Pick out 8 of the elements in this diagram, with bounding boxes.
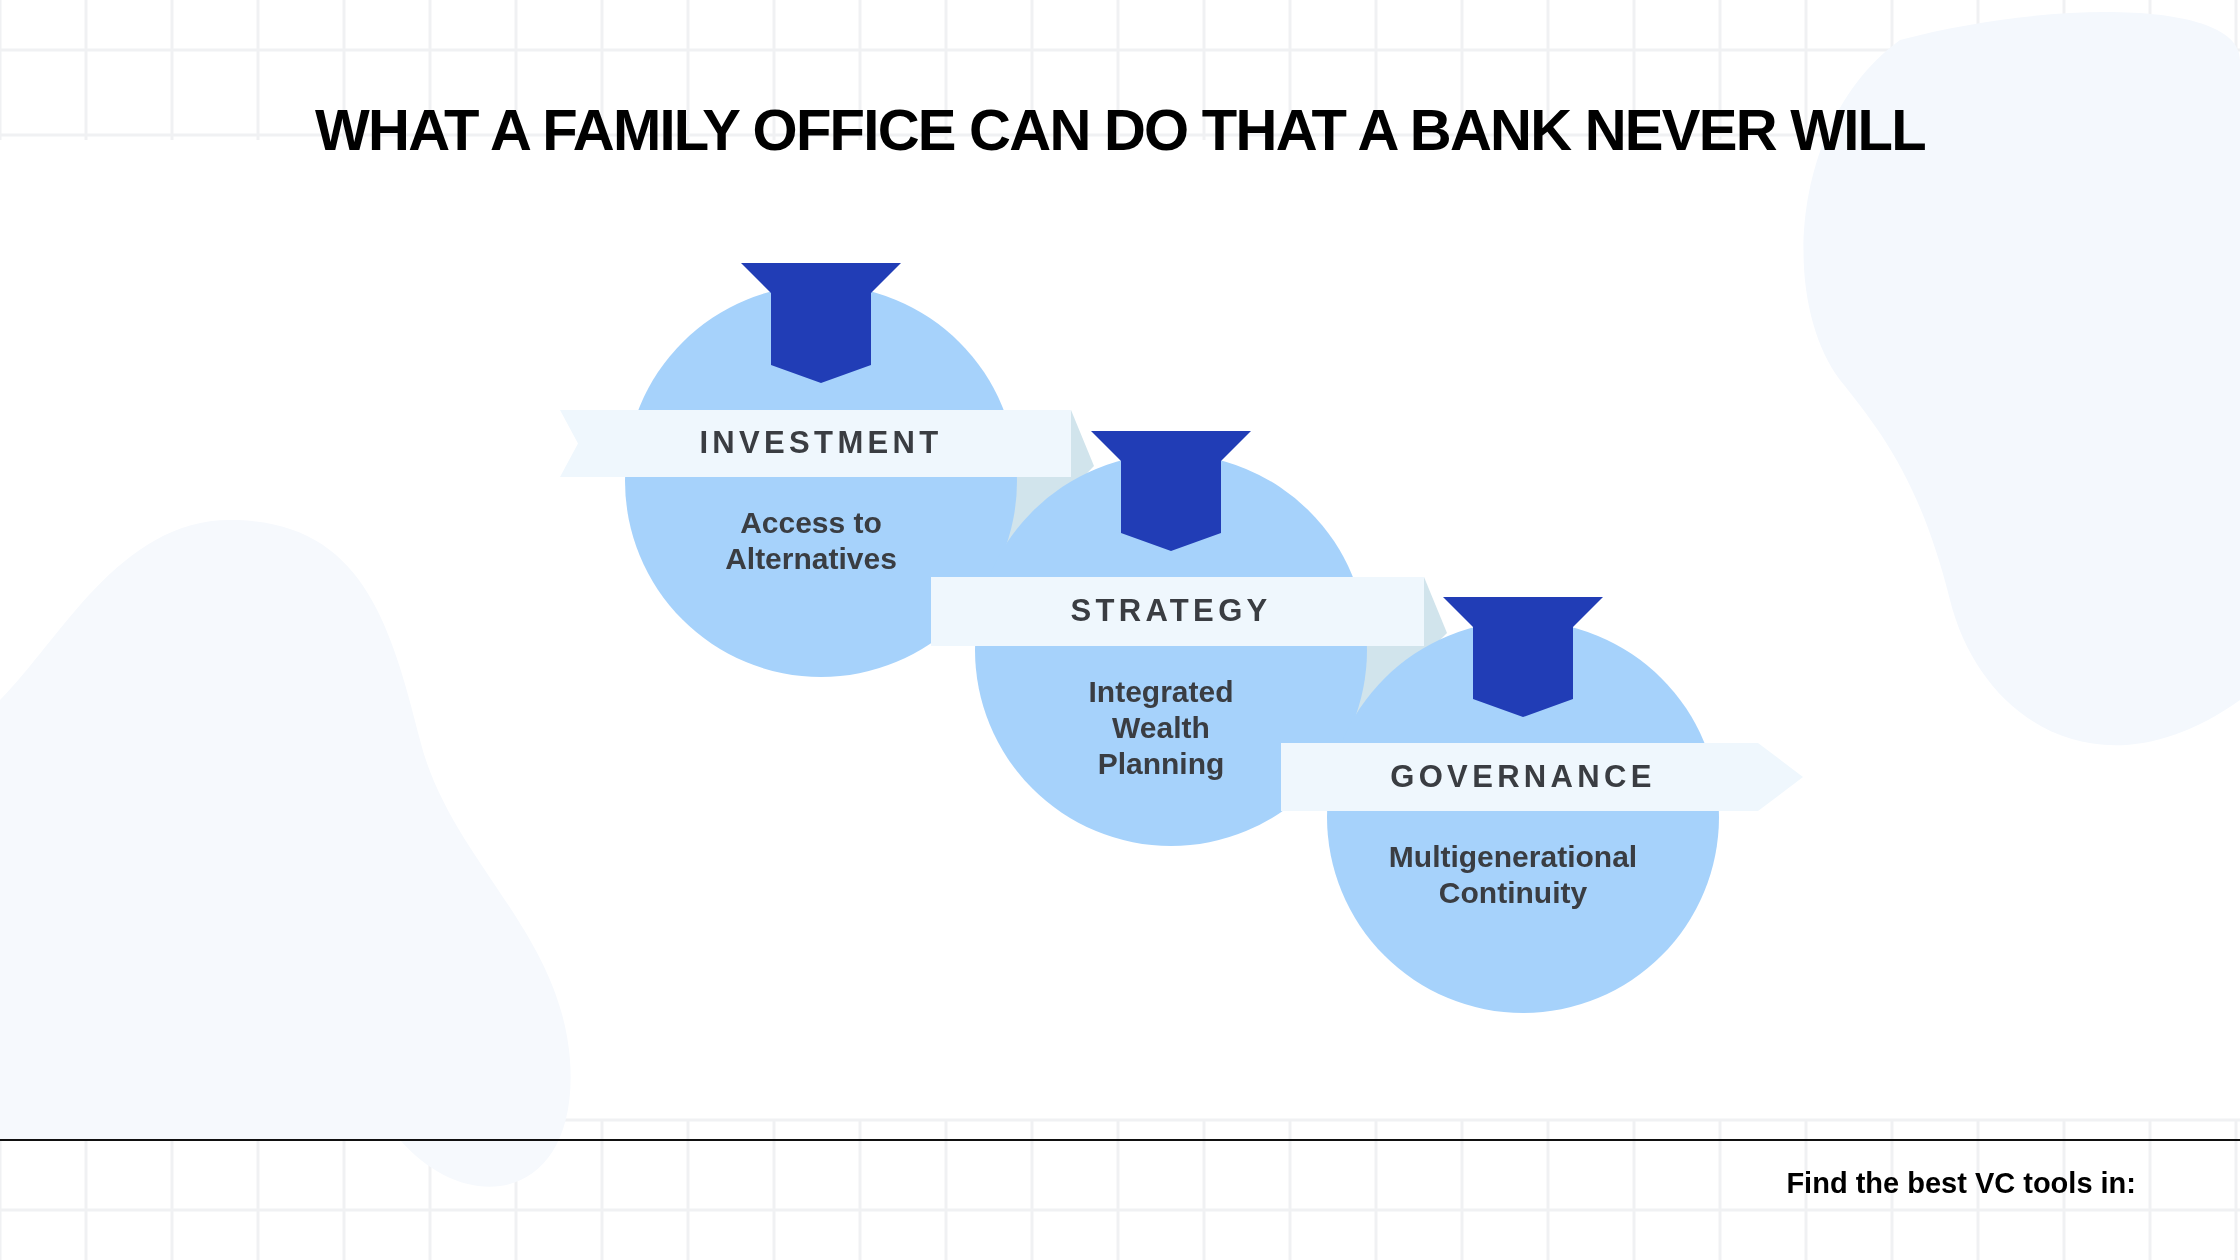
step-description: Access to Alternatives (724, 505, 898, 577)
step-heading: INVESTMENT (698, 424, 944, 463)
footer-note: Find the best VC tools in: (1786, 1166, 2136, 1201)
step-description: Integrated Wealth Planning (1087, 674, 1235, 782)
step-heading: STRATEGY (1069, 592, 1273, 631)
title: WHAT A FAMILY OFFICE CAN DO THAT A BANK NEVER WILL (314, 96, 1926, 164)
step-heading: GOVERNANCE (1389, 757, 1657, 796)
step-description: Multigenerational Continuity (1387, 839, 1639, 911)
